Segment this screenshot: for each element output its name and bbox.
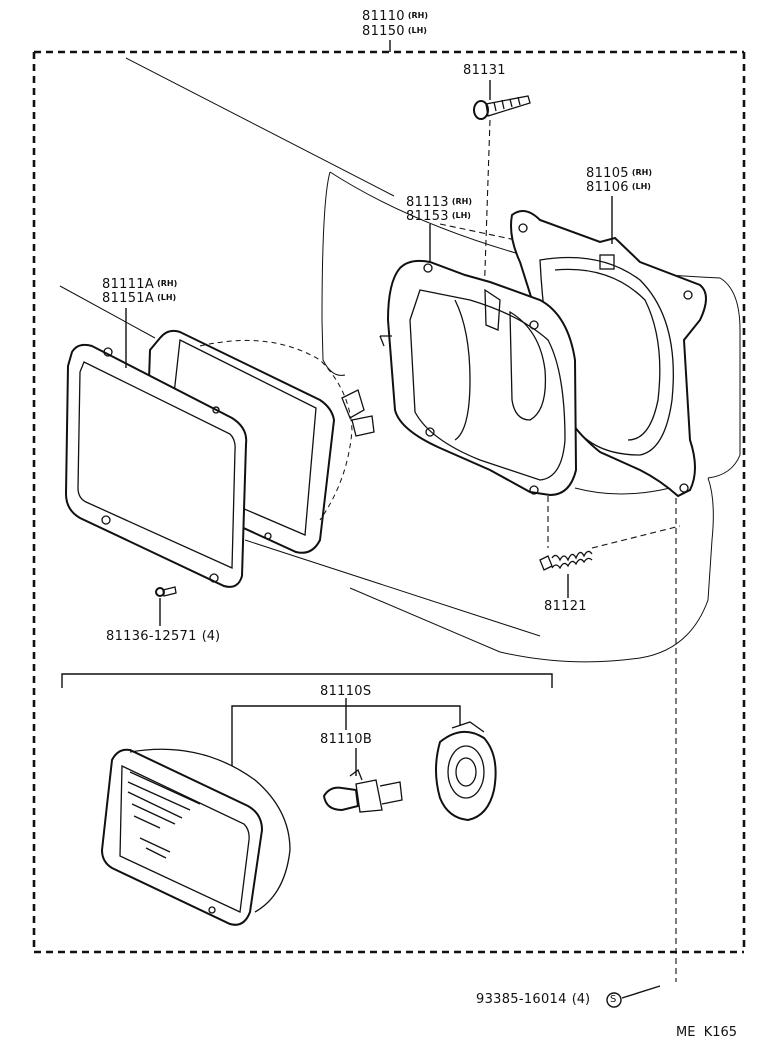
side-marker: (LH): [631, 182, 651, 191]
nut-leader-horizontal: [621, 985, 661, 999]
part-number: 81121: [544, 599, 587, 614]
bulb-socket: [435, 721, 497, 822]
replacement-lamp-unit: [100, 748, 291, 926]
side-marker: (LH): [157, 293, 177, 302]
label-ring-rh: 81111A(RH): [102, 277, 177, 292]
label-ring-lh: 81151A(LH): [102, 291, 176, 306]
label-assembly-rh: 81110(RH): [362, 9, 428, 24]
screw-81131: [473, 95, 531, 120]
part-number: 81105: [586, 166, 629, 181]
side-marker: (LH): [451, 211, 471, 220]
nut-symbol-letter: S: [610, 993, 616, 1007]
label-spring: 81121: [544, 600, 587, 614]
side-marker: (RH): [157, 279, 178, 288]
guide-line-lower: [244, 539, 541, 637]
part-number: 81111A: [102, 277, 155, 292]
part-number: 81136-12571: [106, 629, 197, 644]
label-screw-81131: 81131: [463, 64, 506, 78]
part-number: 81110B: [320, 732, 373, 747]
assembly-boundary: [32, 40, 746, 954]
label-housing-lh: 81153(LH): [406, 209, 471, 224]
guide-dash-spring: [591, 525, 681, 549]
part-number: 81153: [406, 209, 449, 224]
guide-line-middle: [59, 285, 156, 339]
screw-81136: [155, 586, 177, 597]
adjusting-spring-81121: [539, 550, 593, 571]
body-panel-lower-edge: [574, 487, 671, 495]
part-number: 81150: [362, 24, 405, 39]
part-number: 81106: [586, 180, 629, 195]
part-number: 81110S: [320, 684, 372, 699]
side-marker: (RH): [631, 168, 653, 177]
symbol-text: S: [610, 994, 617, 1005]
part-number: 81151A: [102, 291, 155, 306]
label-catalog-ref: ME K165: [676, 1026, 737, 1040]
catalog-ref-text: ME K165: [676, 1025, 738, 1040]
part-number: 81110: [362, 9, 405, 24]
mounting-bracket: [510, 210, 707, 498]
label-bracket-lh: 81106(LH): [586, 180, 651, 195]
screw-axis-line: [483, 119, 491, 301]
label-unit-set: 81110S: [320, 685, 371, 699]
side-marker: (LH): [407, 26, 427, 35]
label-bracket-rh: 81105(RH): [586, 166, 652, 181]
label-housing-rh: 81113(RH): [406, 195, 472, 210]
label-bulb: 81110B: [320, 733, 372, 747]
part-number: 81113: [406, 195, 449, 210]
retaining-ring: [64, 343, 248, 588]
label-nut: 93385-16014 (4): [476, 993, 590, 1007]
side-marker: (RH): [451, 197, 473, 206]
quantity: (4): [201, 629, 221, 644]
halogen-bulb: [322, 768, 403, 813]
service-set-bracket: [61, 673, 553, 688]
label-assembly-lh: 81150(LH): [362, 24, 427, 39]
label-screw-ring: 81136-12571 (4): [106, 630, 220, 644]
nut-symbol: [606, 992, 622, 1008]
guide-line-top: [125, 57, 395, 197]
side-marker: (RH): [407, 11, 429, 20]
quantity: (4): [571, 992, 591, 1007]
part-number: 81131: [463, 63, 506, 78]
part-number: 93385-16014: [476, 992, 567, 1007]
